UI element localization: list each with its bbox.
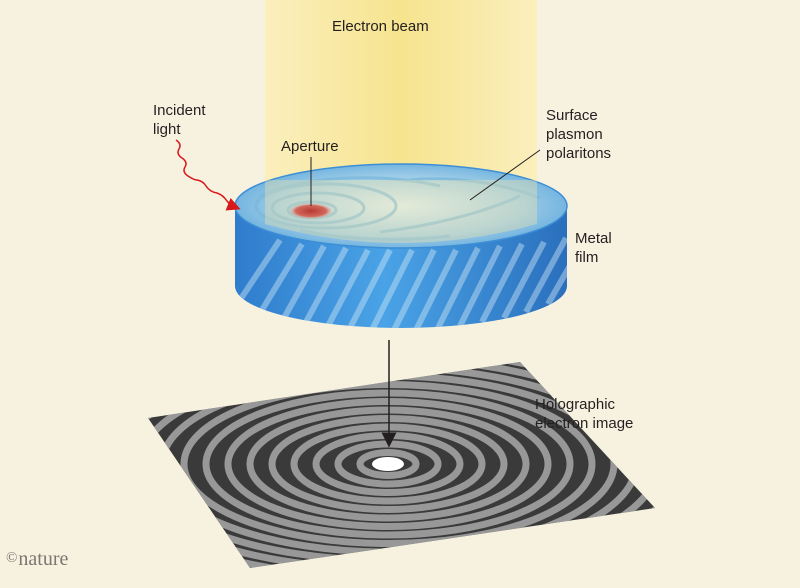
fringe-ring — [246, 406, 530, 522]
electron-beam-label: Electron beam — [332, 18, 429, 35]
fringe-ring — [290, 423, 486, 505]
surface-plasmon-label: Surface plasmon polaritons — [546, 107, 612, 162]
incident-light-label: Incident light — [153, 102, 206, 138]
metal-film-label: Metal film — [575, 230, 612, 266]
beam-overlay — [265, 180, 537, 243]
fringe-ring — [202, 389, 574, 539]
fringe-ring — [180, 381, 596, 547]
holographic-label: Holographic electron image — [535, 396, 634, 432]
fringe-ring — [268, 415, 508, 513]
metal-film-side — [235, 206, 567, 328]
surface-plasmon-waves — [254, 176, 541, 241]
electron-spot — [372, 457, 404, 471]
nature-credit: ©nature — [6, 548, 69, 570]
aperture-hole — [289, 203, 333, 219]
incident-light-arrow — [175, 139, 241, 211]
aperture-label: Aperture — [281, 138, 339, 155]
metal-film-stripes — [237, 232, 567, 328]
plasmon-leader — [469, 149, 541, 201]
fringe-ring — [224, 398, 552, 530]
fringe-ring — [356, 449, 420, 479]
